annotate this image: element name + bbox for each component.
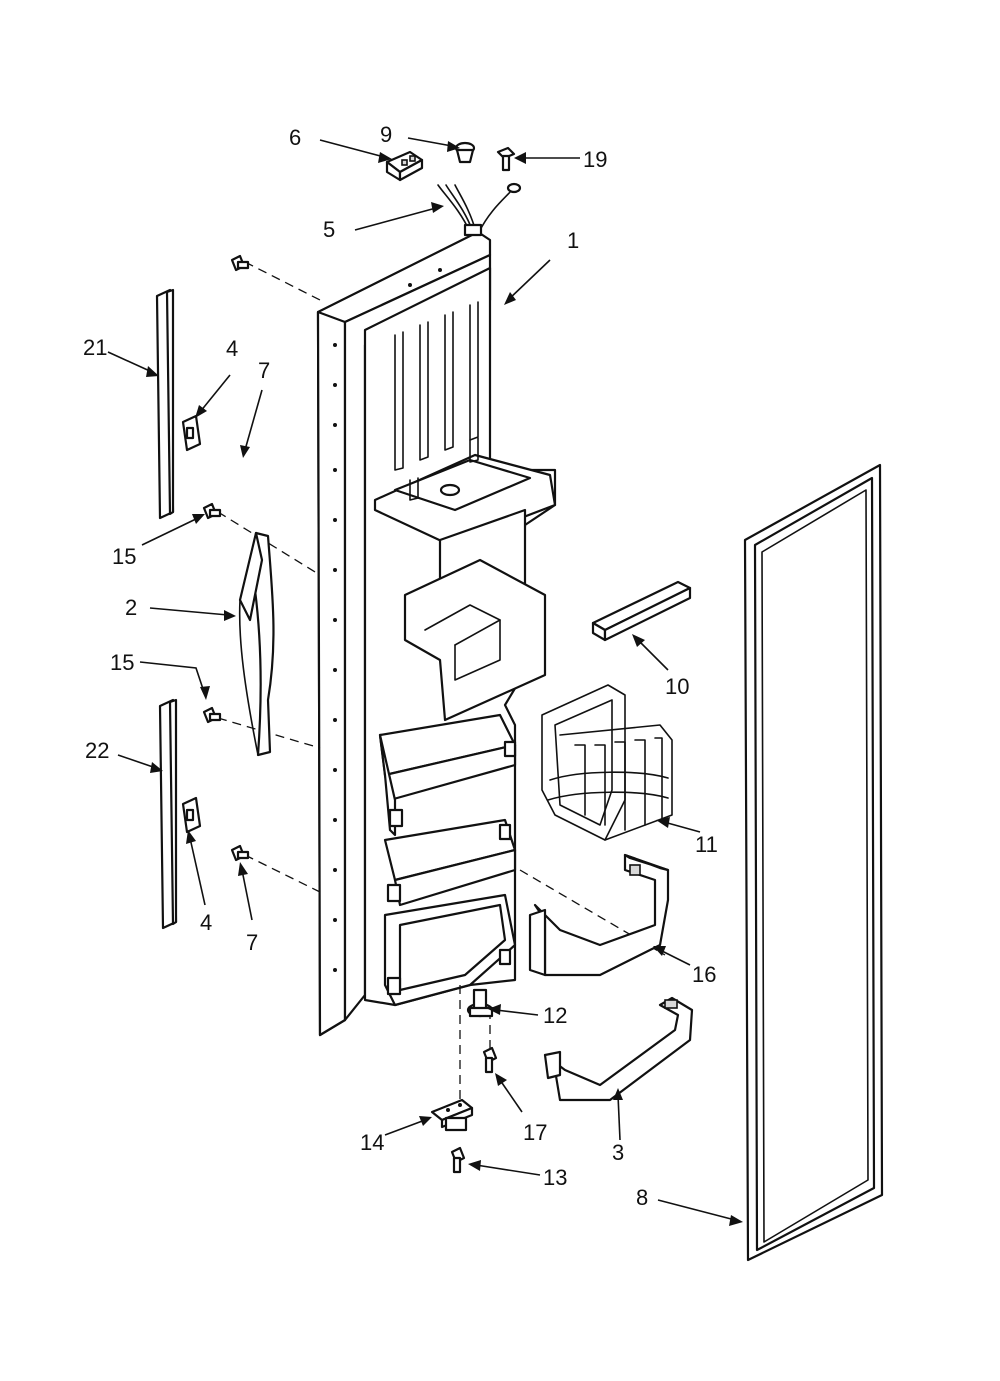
callout-5: 5: [323, 217, 335, 242]
callout-17: 17: [523, 1120, 547, 1145]
callout-3: 3: [612, 1140, 624, 1165]
callout-labels: 1 2 3 4 4 5 6 7 7 8 9 10 11 12 13 14 15 …: [83, 122, 718, 1210]
clip-lower: [181, 796, 202, 834]
clip-upper: [181, 414, 202, 452]
callout-12: 12: [543, 1003, 567, 1028]
door-gasket: [743, 463, 884, 1262]
door-edge-holes: [333, 268, 442, 972]
callout-6: 6: [289, 125, 301, 150]
callout-21: 21: [83, 335, 107, 360]
screw-7-upper: [230, 254, 250, 272]
callout-2: 2: [125, 595, 137, 620]
liner-ribs: [394, 301, 479, 471]
trim-rail-10: [591, 580, 692, 642]
hinge-bracket-14: [430, 1098, 474, 1132]
callout-22: 22: [85, 738, 109, 763]
callout-7-lower: 7: [246, 930, 258, 955]
hinge-pin-12: [466, 988, 494, 1018]
trim-strip-21: [155, 288, 175, 520]
bucket-16: [528, 853, 670, 977]
callout-15-upper: 15: [112, 544, 136, 569]
trim-strip-22: [158, 698, 178, 930]
callout-11: 11: [695, 832, 718, 857]
screw-7-lower: [230, 844, 250, 862]
callout-13: 13: [543, 1165, 567, 1190]
top-screw: [496, 146, 516, 172]
callout-8: 8: [636, 1185, 648, 1210]
wire-basket: [541, 684, 673, 841]
callout-7-upper: 7: [258, 358, 270, 383]
callout-14: 14: [360, 1130, 384, 1155]
callout-1: 1: [567, 228, 579, 253]
wire-harness: [437, 182, 522, 237]
screw-13: [450, 1146, 466, 1174]
screw-15-upper: [202, 502, 222, 520]
callout-4-upper: 4: [226, 336, 238, 361]
plug-button: [454, 141, 476, 164]
callout-9: 9: [380, 122, 392, 147]
door-handle: [238, 531, 275, 757]
door-panel: [316, 230, 557, 1037]
screw-17: [482, 1046, 498, 1074]
connector-block: [385, 150, 424, 182]
callout-10: 10: [665, 674, 689, 699]
callout-16: 16: [692, 962, 716, 987]
leader-lines: [107, 137, 743, 1226]
bin-3: [543, 996, 694, 1102]
screw-15-lower: [202, 706, 222, 724]
callout-4-lower: 4: [200, 910, 212, 935]
callout-19: 19: [583, 147, 607, 172]
callout-15-lower: 15: [110, 650, 134, 675]
